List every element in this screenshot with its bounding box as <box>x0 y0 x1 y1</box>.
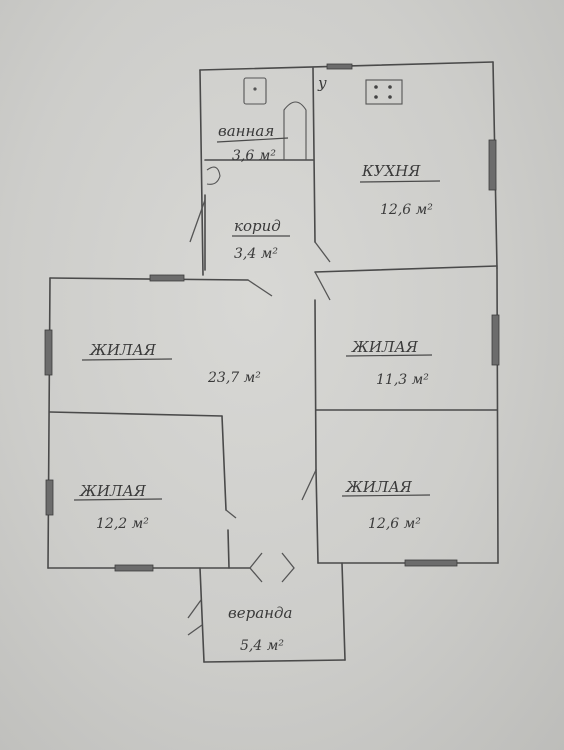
veranda-area: 5,4 м² <box>240 638 284 654</box>
living-big-label: ЖИЛАЯ <box>89 341 157 359</box>
window-bottom-right-south <box>404 559 458 567</box>
stove-icon <box>365 79 403 105</box>
corridor-area: 3,4 м² <box>234 246 278 262</box>
veranda-label: веранда <box>228 604 292 622</box>
living-bottom-left-label: ЖИЛАЯ <box>79 482 147 500</box>
bathtub-icon <box>283 101 307 160</box>
living-bottom-right-label: ЖИЛАЯ <box>345 478 413 496</box>
label-underlines <box>73 137 441 501</box>
living-right-area: 11,3 м² <box>376 372 429 388</box>
toilet-icon <box>243 77 267 105</box>
window-living-top <box>149 274 185 282</box>
bathroom-area: 3,6 м² <box>232 148 276 164</box>
window-living-left <box>44 329 53 376</box>
corner-mark: у <box>317 74 327 92</box>
window-kitchen <box>488 139 497 191</box>
window-living-right <box>491 314 500 366</box>
living-bottom-left-area: 12,2 м² <box>96 516 149 532</box>
windows <box>44 63 500 572</box>
kitchen-area: 12,6 м² <box>380 202 433 218</box>
window-bathroom-top <box>326 63 353 70</box>
living-bottom-right-area: 12,6 м² <box>368 516 421 532</box>
window-bottom-left-south <box>114 564 154 572</box>
doors <box>187 199 331 636</box>
corridor-label: корид <box>234 217 281 235</box>
sink-icon <box>206 166 221 185</box>
fixtures <box>206 77 403 185</box>
living-right-label: ЖИЛАЯ <box>351 338 419 356</box>
kitchen-label: КУХНЯ <box>361 162 421 180</box>
bathroom-label: ванная <box>218 122 274 140</box>
window-bottom-left <box>45 479 54 516</box>
living-big-area: 23,7 м² <box>207 370 261 386</box>
interior-walls <box>49 67 498 569</box>
